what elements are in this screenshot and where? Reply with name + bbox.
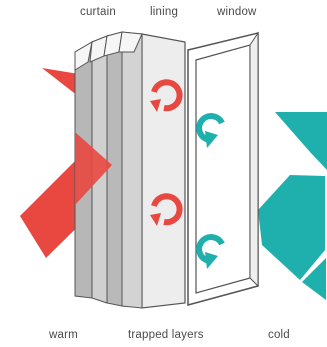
cold-swirl-icon (196, 113, 225, 148)
label-cold: cold (268, 329, 290, 341)
label-trapped-layers: trapped layers (128, 329, 204, 341)
label-curtain: curtain (80, 6, 116, 18)
warm-swirl-icon (150, 79, 183, 112)
label-window: window (217, 6, 257, 18)
lining-panel (141, 33, 186, 309)
label-warm: warm (49, 329, 78, 341)
warm-swirl-icon (150, 193, 183, 226)
window-frame (187, 31, 259, 306)
cold-swirl-icon (196, 234, 225, 269)
warm-arrow-front-icon (75, 132, 112, 205)
label-lining: lining (150, 6, 179, 18)
